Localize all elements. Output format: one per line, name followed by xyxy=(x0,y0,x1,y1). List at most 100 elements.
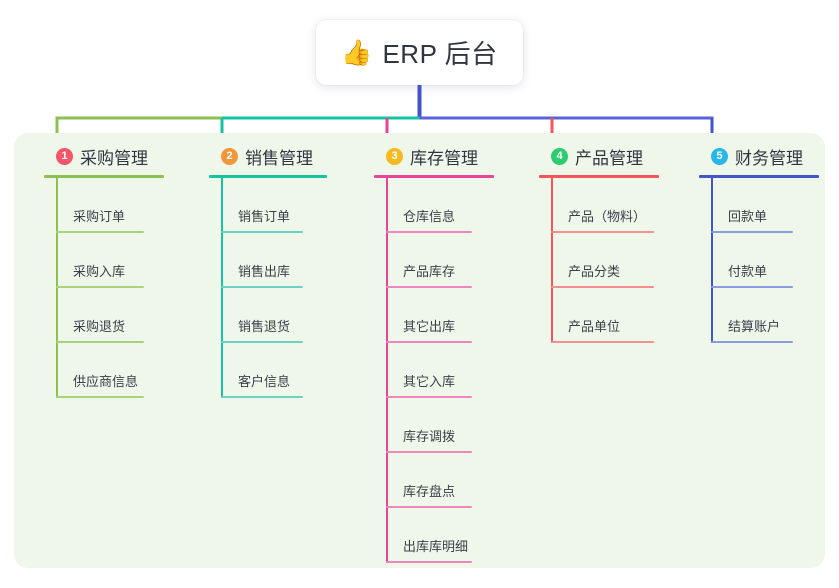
branch-underline xyxy=(209,175,327,178)
branch-underline xyxy=(44,175,164,178)
leaf-item[interactable]: 产品单位 xyxy=(525,288,685,343)
branch-badge-3: 3 xyxy=(386,147,403,165)
leaf-underline xyxy=(221,231,303,233)
leaf-item[interactable]: 其它出库 xyxy=(360,288,525,343)
leaf-item-label: 仓库信息 xyxy=(403,209,456,224)
leaf-underline xyxy=(56,286,144,288)
leaf-item-label: 出库库明细 xyxy=(403,539,469,554)
leaf-underline xyxy=(711,231,793,233)
branch-badge-2: 2 xyxy=(221,147,238,165)
leaf-item-label: 产品库存 xyxy=(403,264,456,279)
leaf-item[interactable]: 销售订单 xyxy=(195,178,355,233)
leaf-underline xyxy=(386,231,472,233)
leaf-underline xyxy=(386,561,472,563)
branch-spine xyxy=(551,178,553,343)
root-node[interactable]: 👍 ERP 后台 xyxy=(316,20,523,85)
leaf-item[interactable]: 出库库明细 xyxy=(360,508,525,563)
leaf-underline xyxy=(56,341,144,343)
branch-header-2[interactable]: 2 销售管理 xyxy=(195,143,355,169)
branch-badge-1: 1 xyxy=(56,147,73,165)
leaf-item[interactable]: 采购订单 xyxy=(30,178,190,233)
leaf-item[interactable]: 库存调拨 xyxy=(360,398,525,453)
leaf-item[interactable]: 结算账户 xyxy=(685,288,825,343)
branch-label: 采购管理 xyxy=(80,148,148,168)
branch-column-2: 2 销售管理销售订单销售出库销售退货客户信息 xyxy=(195,143,355,398)
leaf-underline xyxy=(386,341,472,343)
leaf-item[interactable]: 回款单 xyxy=(685,178,825,233)
branch-label: 库存管理 xyxy=(410,148,478,168)
leaf-underline xyxy=(386,286,472,288)
leaf-underline xyxy=(221,286,303,288)
leaf-underline xyxy=(711,286,793,288)
leaf-item[interactable]: 库存盘点 xyxy=(360,453,525,508)
leaf-item-label: 销售订单 xyxy=(238,209,291,224)
leaf-item-label: 销售退货 xyxy=(238,319,291,334)
thumbs-up-icon: 👍 xyxy=(341,38,373,67)
leaf-item[interactable]: 销售退货 xyxy=(195,288,355,343)
leaf-item[interactable]: 产品分类 xyxy=(525,233,685,288)
branch-underline xyxy=(699,175,819,178)
leaf-item-label: 其它出库 xyxy=(403,319,456,334)
leaf-underline xyxy=(386,396,472,398)
branch-spine xyxy=(711,178,713,343)
leaf-item-label: 库存盘点 xyxy=(403,484,456,499)
leaf-item-label: 回款单 xyxy=(728,209,768,224)
leaf-underline xyxy=(551,231,654,233)
branch-spine xyxy=(386,178,388,563)
leaf-item[interactable]: 产品（物料） xyxy=(525,178,685,233)
diagram-panel xyxy=(14,133,825,568)
branch-header-3[interactable]: 3 库存管理 xyxy=(360,143,525,169)
branch-underline xyxy=(539,175,659,178)
leaf-item-label: 供应商信息 xyxy=(73,374,139,389)
branch-items: 采购订单采购入库采购退货供应商信息 xyxy=(30,178,190,398)
root-node-title: ERP 后台 xyxy=(382,39,498,69)
branch-items: 销售订单销售出库销售退货客户信息 xyxy=(195,178,355,398)
leaf-underline xyxy=(56,231,144,233)
branch-label: 销售管理 xyxy=(245,148,313,168)
branch-spine xyxy=(221,178,223,398)
branch-badge-5: 5 xyxy=(711,147,728,165)
leaf-underline xyxy=(711,341,793,343)
leaf-item-label: 库存调拨 xyxy=(403,429,456,444)
leaf-item[interactable]: 供应商信息 xyxy=(30,343,190,398)
branch-label: 财务管理 xyxy=(735,148,803,168)
branch-header-5[interactable]: 5 财务管理 xyxy=(685,143,825,169)
leaf-item[interactable]: 产品库存 xyxy=(360,233,525,288)
leaf-item-label: 付款单 xyxy=(728,264,768,279)
leaf-item-label: 采购订单 xyxy=(73,209,126,224)
branch-underline xyxy=(374,175,494,178)
leaf-item-label: 产品分类 xyxy=(568,264,621,279)
leaf-item[interactable]: 采购入库 xyxy=(30,233,190,288)
branch-items: 产品（物料） 产品分类产品单位 xyxy=(525,178,685,343)
leaf-item-label: 采购入库 xyxy=(73,264,126,279)
leaf-item[interactable]: 采购退货 xyxy=(30,288,190,343)
leaf-underline xyxy=(56,396,144,398)
leaf-item-label: 销售出库 xyxy=(238,264,291,279)
leaf-item[interactable]: 销售出库 xyxy=(195,233,355,288)
leaf-item[interactable]: 客户信息 xyxy=(195,343,355,398)
leaf-underline xyxy=(221,396,303,398)
branch-badge-4: 4 xyxy=(551,147,568,165)
branch-column-1: 1 采购管理采购订单采购入库采购退货供应商信息 xyxy=(30,143,190,398)
leaf-underline xyxy=(551,341,654,343)
branch-column-5: 5 财务管理回款单付款单结算账户 xyxy=(685,143,825,343)
leaf-item[interactable]: 其它入库 xyxy=(360,343,525,398)
leaf-item[interactable]: 仓库信息 xyxy=(360,178,525,233)
branch-column-3: 3 库存管理仓库信息产品库存其它出库其它入库库存调拨库存盘点出库库明细 xyxy=(360,143,525,563)
leaf-item-label: 结算账户 xyxy=(728,319,781,334)
branch-items: 回款单付款单结算账户 xyxy=(685,178,825,343)
leaf-underline xyxy=(386,451,472,453)
leaf-underline xyxy=(386,506,472,508)
leaf-underline xyxy=(221,341,303,343)
branch-items: 仓库信息产品库存其它出库其它入库库存调拨库存盘点出库库明细 xyxy=(360,178,525,563)
leaf-item[interactable]: 付款单 xyxy=(685,233,825,288)
leaf-item-label: 客户信息 xyxy=(238,374,291,389)
leaf-item-label: 其它入库 xyxy=(403,374,456,389)
branch-header-1[interactable]: 1 采购管理 xyxy=(30,143,190,169)
leaf-underline xyxy=(551,286,654,288)
leaf-item-label: 采购退货 xyxy=(73,319,126,334)
leaf-item-label: 产品（物料） xyxy=(568,209,647,224)
